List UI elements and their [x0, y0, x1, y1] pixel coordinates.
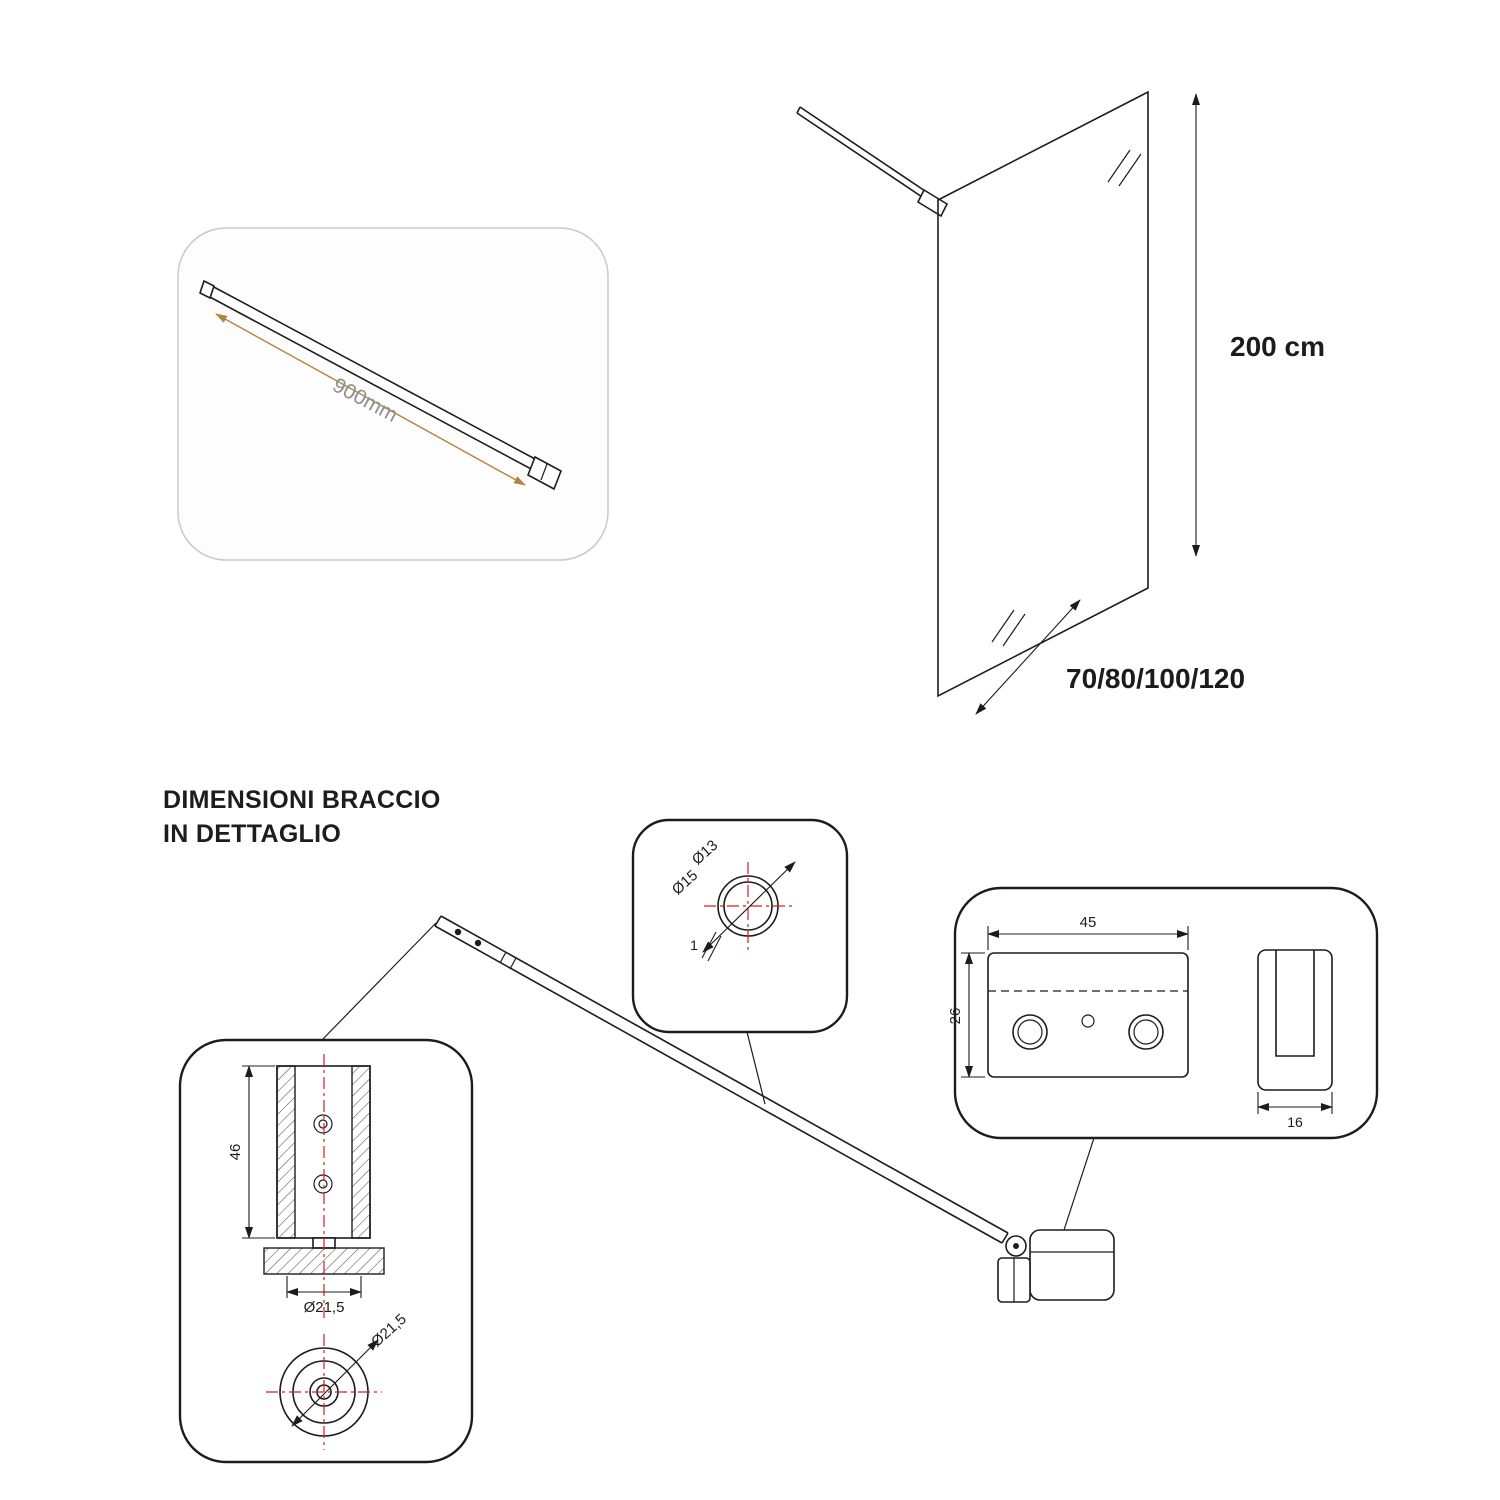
height-label: 200 cm	[1230, 331, 1325, 362]
tube-section-frame	[631, 818, 849, 1034]
arm-top-line	[799, 106, 944, 204]
support-bar-wall-cap	[199, 279, 215, 300]
clamp-side-slot	[1275, 950, 1315, 1057]
bar-dimension-line	[215, 313, 526, 486]
detail-heading-line2: IN DETTAGLIO	[163, 820, 341, 848]
detail-heading-line1: DIMENSIONI BRACCIO	[163, 786, 441, 814]
arm-bottom-line	[796, 112, 941, 210]
clamp-center-hole	[1081, 1014, 1095, 1028]
clamp-side-outline	[1257, 949, 1333, 1091]
tube-hole	[454, 928, 462, 936]
mount-height-label: 46	[227, 1144, 244, 1161]
plate-diameter-label: Ø21,5	[304, 1299, 345, 1316]
tube-upper-line	[440, 915, 1009, 1234]
mount-screw-hole	[313, 1114, 333, 1134]
tube-hole	[474, 939, 482, 947]
tube-section-callout: Ø13 Ø15 1	[631, 818, 849, 1034]
clamp-depth-label: 16	[1287, 1114, 1303, 1130]
clamp-screw-inner	[1017, 1019, 1043, 1045]
wall-thickness-ext	[701, 931, 717, 959]
glass-shine-mark	[991, 609, 1015, 643]
tube-lower-line	[434, 925, 1003, 1244]
glass-pane-outline	[937, 90, 1149, 698]
clamp-screw-inner	[1133, 1019, 1159, 1045]
section-diameter-arrow	[702, 861, 796, 953]
mount-screw-hole-inner	[318, 1119, 328, 1129]
glass-shine-mark	[1002, 613, 1026, 647]
clamp-screw	[1128, 1014, 1164, 1050]
mount-screw-hole-inner	[318, 1179, 328, 1189]
clamp-front-outline	[987, 952, 1189, 1078]
glass-shine-mark	[1118, 153, 1142, 187]
arm-end-cap	[796, 106, 801, 114]
mount-wall-left	[276, 1065, 296, 1239]
leader-wall-mount	[321, 922, 437, 1041]
width-dimension-arrow	[975, 599, 1081, 715]
pivot-center	[1013, 1243, 1019, 1249]
support-bar-clamp-line	[540, 463, 548, 481]
wall-thickness-label: 1	[690, 937, 698, 953]
mount-wall-right	[351, 1065, 371, 1239]
wall-mount-callout: 46 Ø21,5 Ø21,5	[178, 1038, 474, 1464]
arm-detail-drawing	[321, 915, 1115, 1303]
tube-top-cap	[434, 915, 442, 927]
tube-collar-line	[499, 951, 507, 964]
mount-screw-hole	[313, 1174, 333, 1194]
leader-tube-section	[746, 1031, 766, 1105]
support-bar-thumbnail: 900mm	[177, 227, 609, 561]
tube-end-cap	[1001, 1232, 1009, 1244]
clamp-height-label: 26	[947, 1008, 964, 1025]
tube-collar-line	[509, 957, 517, 970]
bottom-view-diameter-arrow	[291, 1339, 379, 1427]
glass-clamp-callout: 45 26 16	[947, 886, 1379, 1140]
arm-glass-clamp	[916, 188, 949, 218]
clamp-screw	[1012, 1014, 1048, 1050]
wall-thickness-ext	[707, 935, 722, 962]
support-bar-clamp	[526, 455, 563, 491]
leader-glass-clamp	[1063, 1137, 1095, 1231]
glass-panel-drawing: 200 cm 70/80/100/120	[796, 90, 1325, 715]
detail-heading: DIMENSIONI BRACCIO IN DETTAGLIO	[163, 786, 441, 848]
clamp-width-label: 45	[1080, 914, 1097, 931]
width-options-label: 70/80/100/120	[1066, 663, 1245, 694]
glass-shine-mark	[1107, 149, 1131, 183]
clamp-body	[1029, 1229, 1115, 1301]
